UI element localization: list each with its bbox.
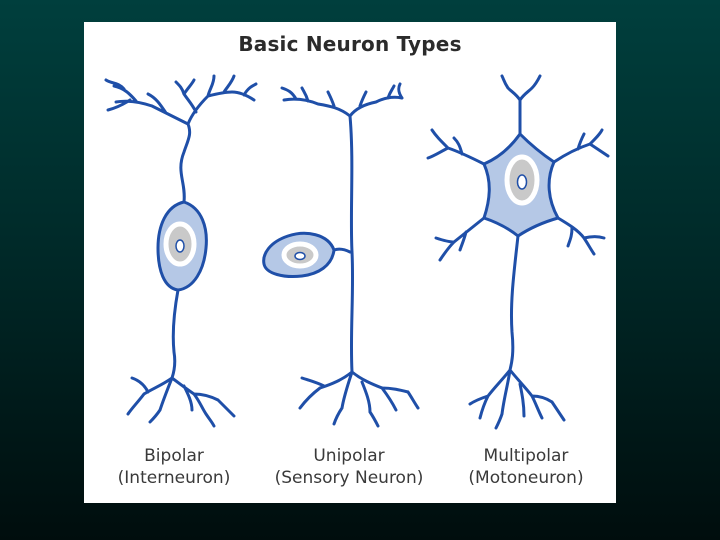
unipolar-cell-body bbox=[262, 231, 336, 278]
multipolar-sublabel: (Motoneuron) bbox=[468, 468, 584, 488]
unipolar-nucleolus bbox=[294, 251, 306, 261]
bipolar-dendrites bbox=[104, 74, 258, 204]
unipolar-dendrites bbox=[280, 82, 404, 118]
bipolar-cell-body bbox=[156, 200, 208, 292]
multipolar-axon bbox=[468, 234, 566, 430]
bipolar-caption: Bipolar (Interneuron) bbox=[99, 445, 249, 489]
unipolar-sublabel: (Sensory Neuron) bbox=[274, 468, 424, 488]
unipolar-label: Unipolar bbox=[313, 446, 385, 466]
unipolar-terminals bbox=[298, 370, 420, 428]
multipolar-dendrites bbox=[426, 74, 610, 262]
multipolar-label: Multipolar bbox=[483, 446, 569, 466]
bipolar-axon bbox=[126, 288, 236, 428]
diagram-title: Basic Neuron Types bbox=[238, 32, 462, 56]
multipolar-nucleolus bbox=[516, 174, 528, 190]
diagram-panel: Basic Neuron Types bbox=[84, 22, 616, 503]
bipolar-nucleolus bbox=[175, 239, 185, 253]
neuron-illustrations bbox=[104, 74, 610, 430]
unipolar-neuron-drawing bbox=[280, 82, 420, 428]
multipolar-neuron-drawing bbox=[426, 74, 610, 430]
multipolar-cell-body bbox=[482, 132, 560, 238]
unipolar-process bbox=[332, 114, 355, 374]
multipolar-caption: Multipolar (Motoneuron) bbox=[446, 445, 606, 489]
bipolar-neuron-drawing bbox=[104, 74, 258, 428]
unipolar-caption: Unipolar (Sensory Neuron) bbox=[254, 445, 444, 489]
bipolar-sublabel: (Interneuron) bbox=[117, 468, 231, 488]
bipolar-label: Bipolar bbox=[144, 446, 204, 466]
